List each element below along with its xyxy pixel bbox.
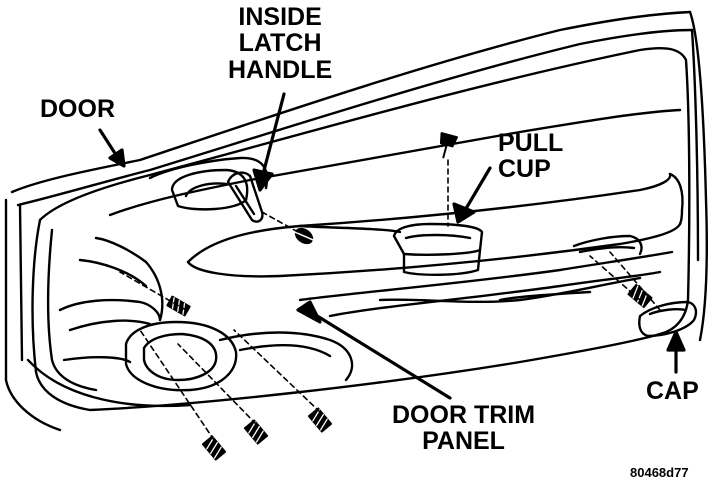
arrow-door	[98, 128, 126, 168]
arrow-cap	[666, 330, 686, 374]
cap-label: CAP	[646, 377, 699, 405]
screw-cap	[627, 283, 653, 309]
door-shell	[4, 10, 708, 432]
pull-cup-shape	[392, 222, 484, 276]
arrow-pull-cup	[452, 166, 492, 224]
arrow-latch	[252, 92, 286, 192]
leader-arrows	[98, 92, 686, 400]
arrow-trim-panel	[296, 300, 452, 400]
inside-latch-handle-label: INSIDE LATCH HANDLE	[228, 4, 332, 83]
speaker-bezel	[62, 320, 354, 392]
door-trim-panel-line-2: PANEL	[422, 427, 505, 456]
inside-latch-handle-line-3: HANDLE	[228, 55, 333, 84]
door-trim-panel-line-1: DOOR TRIM	[392, 401, 536, 429]
lower-pocket	[58, 236, 674, 332]
screw-top	[439, 132, 459, 159]
pull-cup-line-1: PULL	[498, 129, 564, 157]
trim-panel-outline	[26, 46, 691, 412]
pull-cup-label: PULL CUP	[498, 130, 563, 183]
screw-latch	[293, 227, 315, 245]
pull-cup-line-2: CUP	[498, 155, 551, 184]
screw-bottom-1	[201, 435, 227, 461]
figure-code: 80468d77	[630, 465, 689, 480]
inside-latch-handle-line-1: INSIDE	[238, 3, 322, 31]
inside-latch-handle-line-2: LATCH	[238, 29, 322, 58]
door-trim-panel-label: DOOR TRIM PANEL	[392, 402, 535, 455]
armrest	[186, 172, 684, 278]
screw-bottom-3	[307, 407, 333, 433]
installation-lines	[119, 159, 661, 441]
end-cap-area	[572, 234, 698, 338]
screw-bottom-2	[243, 419, 269, 445]
door-label: DOOR	[40, 95, 115, 123]
